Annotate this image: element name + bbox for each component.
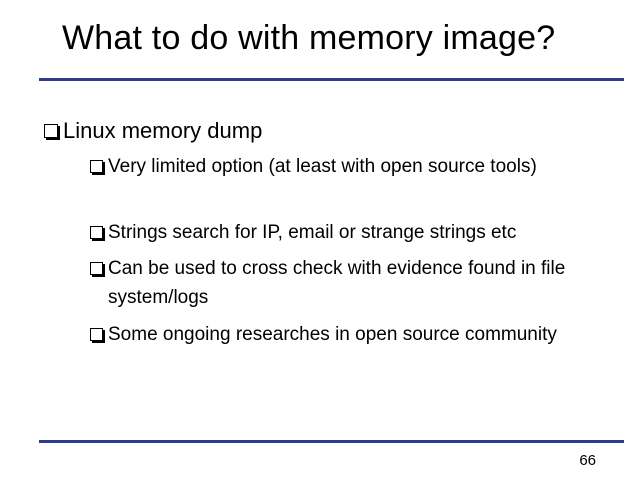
sub-bullet-limited-option: Very limited option (at least with open …: [90, 152, 620, 181]
page-number: 66: [579, 452, 596, 469]
sub-bullet-cross-check: Can be used to cross check with evidence…: [90, 254, 620, 312]
bullet-linux-memory-dump: Linux memory dump: [44, 117, 262, 145]
bullet-text: Linux memory dump: [63, 118, 263, 143]
footer-divider: [39, 440, 624, 443]
sub-bullet-text: Strings search for IP, email or strange …: [108, 222, 517, 243]
title-divider: [39, 78, 624, 81]
slide-title: What to do with memory image?: [62, 19, 556, 57]
square-bullet-icon: [90, 262, 103, 275]
sub-bullet-ongoing-research: Some ongoing researches in open source c…: [90, 320, 620, 349]
sub-bullet-text: Some ongoing researches in open source c…: [108, 324, 557, 345]
square-bullet-icon: [90, 226, 103, 239]
sub-bullet-text: Very limited option (at least with open …: [108, 156, 537, 177]
sub-bullet-strings-search: Strings search for IP, email or strange …: [90, 218, 620, 247]
sub-bullet-text: Can be used to cross check with evidence…: [108, 258, 566, 308]
square-bullet-icon: [90, 160, 103, 173]
square-bullet-icon: [90, 328, 103, 341]
square-bullet-icon: [44, 124, 58, 138]
